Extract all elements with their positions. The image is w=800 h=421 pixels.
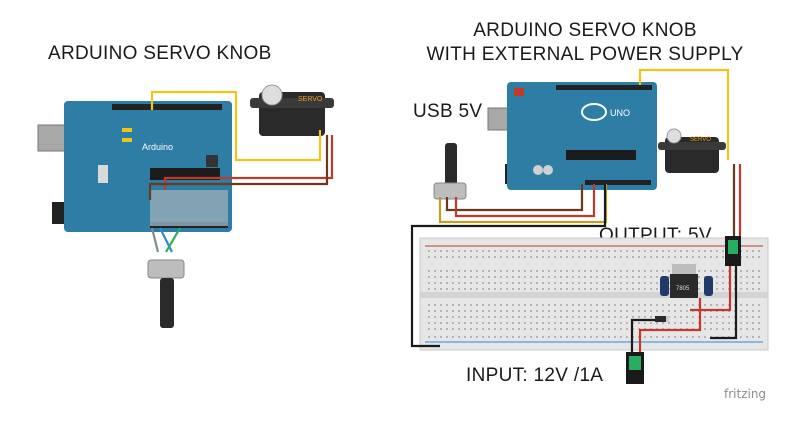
left-potentiometer bbox=[147, 259, 185, 328]
right-servo: SERVO bbox=[658, 128, 726, 173]
left-board-label: Arduino bbox=[142, 142, 173, 152]
voltage-regulator: 7805 bbox=[670, 264, 698, 298]
usb-power-label: USB 5V bbox=[413, 101, 483, 122]
left-arduino-board: Arduino bbox=[37, 101, 232, 232]
left-wires bbox=[148, 90, 334, 253]
right-potentiometer bbox=[433, 143, 467, 200]
left-diagram-title: ARDUINO SERVO KNOB bbox=[48, 43, 272, 64]
right-wires bbox=[410, 68, 742, 352]
input-voltage-label: INPUT: 12V /1A bbox=[466, 365, 604, 386]
input-jack bbox=[626, 352, 644, 384]
right-servo-label: SERVO bbox=[690, 137, 711, 143]
left-servo-label: SERVO bbox=[298, 96, 323, 103]
breadboard bbox=[419, 237, 769, 351]
right-diagram-title-line1: ARDUINO SERVO KNOB bbox=[473, 20, 697, 41]
left-servo: SERVO bbox=[250, 84, 334, 136]
capacitors bbox=[660, 276, 713, 296]
right-arduino-board: UNO bbox=[487, 82, 657, 190]
diode bbox=[655, 316, 669, 322]
output-jack bbox=[725, 236, 741, 266]
right-board-label: UNO bbox=[610, 108, 630, 118]
right-diagram-title-line2: WITH EXTERNAL POWER SUPPLY bbox=[426, 44, 744, 65]
fritzing-watermark: fritzing bbox=[724, 387, 767, 401]
regulator-label: 7805 bbox=[676, 286, 690, 292]
